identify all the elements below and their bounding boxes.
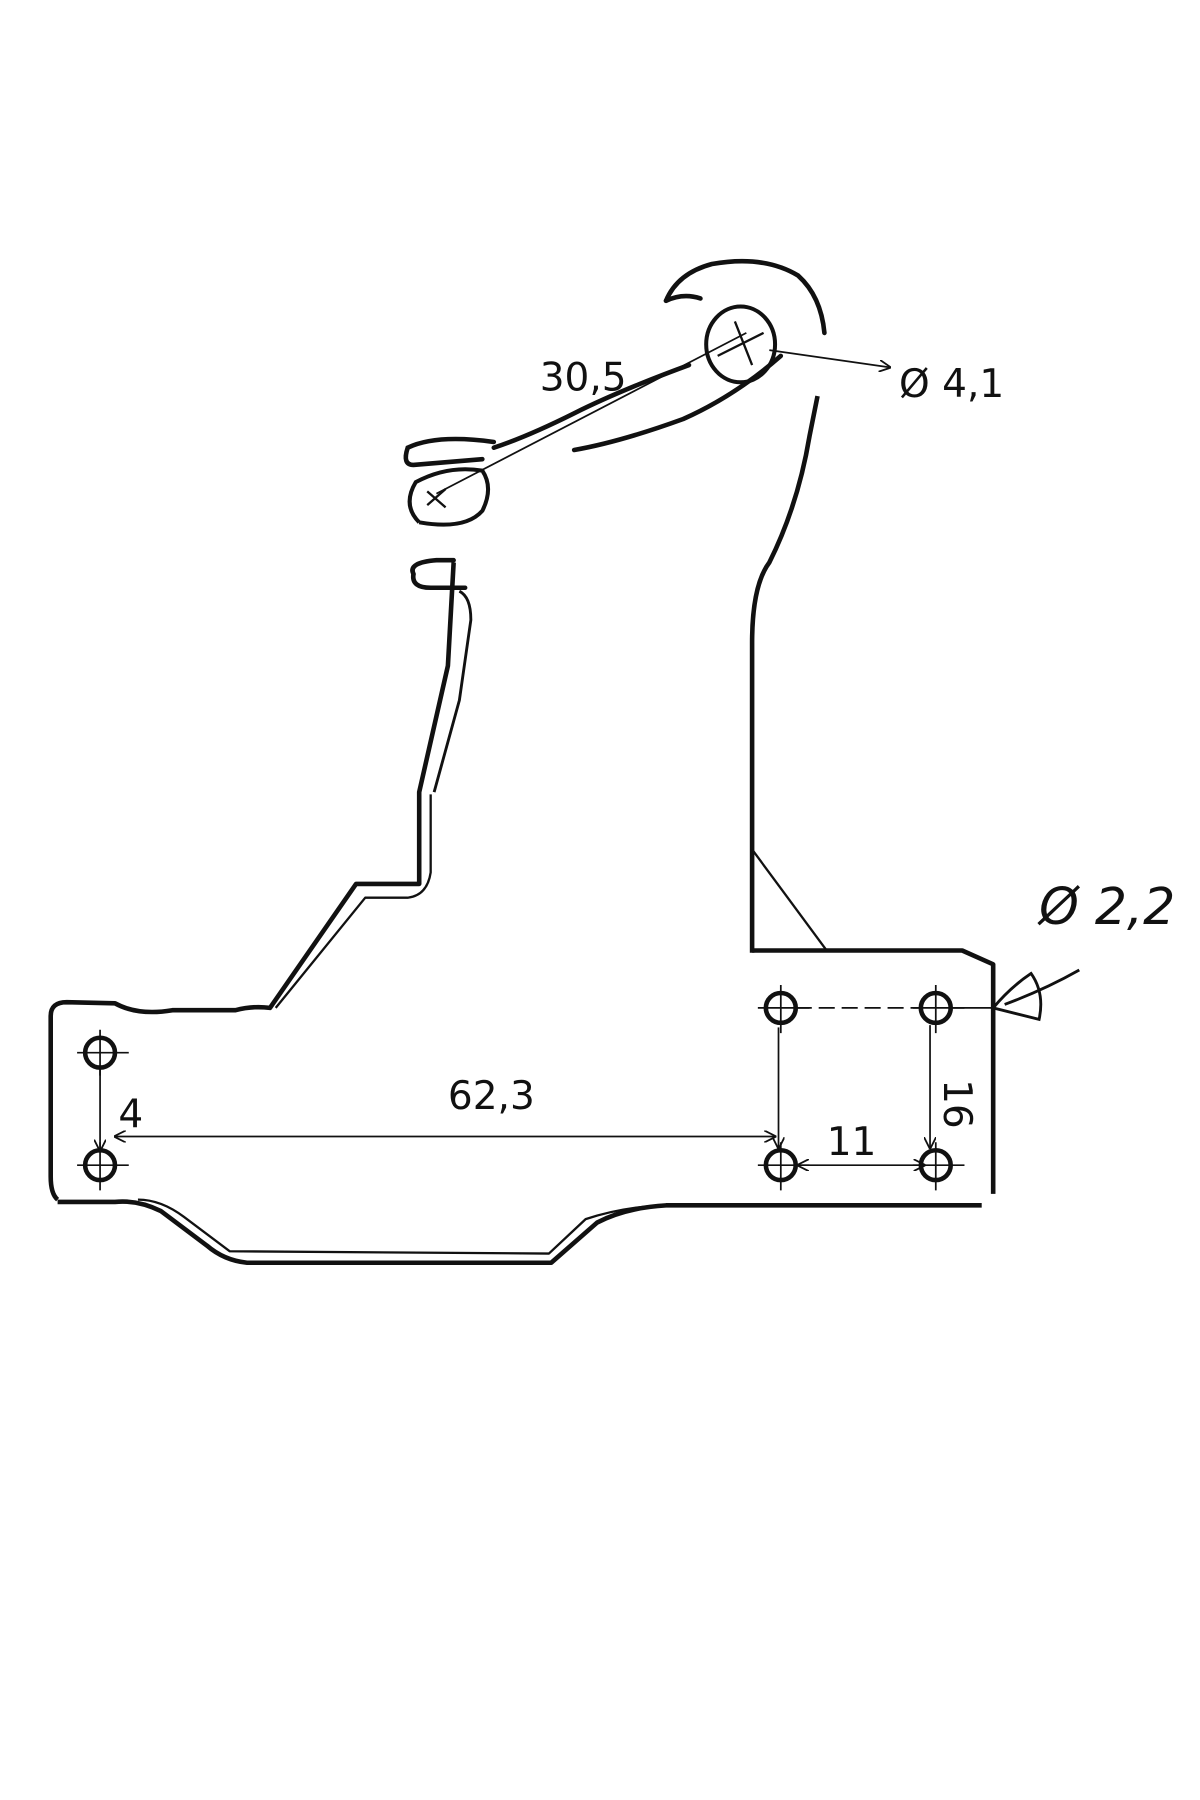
- dim-diameter-4-1: Ø 4,1: [899, 362, 1004, 407]
- large-hole: [704, 304, 778, 385]
- dim-diameter-2-2: Ø 2,2: [1037, 877, 1175, 936]
- dim-30-5: 30,5: [540, 355, 627, 400]
- small-upper-hole: [407, 467, 491, 527]
- dim-62-3: 62,3: [448, 1074, 535, 1119]
- dim-11: 11: [827, 1120, 877, 1165]
- upper-arm-hooks: [403, 258, 827, 591]
- part-outline: [48, 395, 996, 1266]
- upper-holes: [407, 304, 778, 527]
- dimension-lines: [100, 332, 1080, 1165]
- dim-16: 16: [934, 1079, 979, 1129]
- dim-4: 4: [118, 1092, 143, 1137]
